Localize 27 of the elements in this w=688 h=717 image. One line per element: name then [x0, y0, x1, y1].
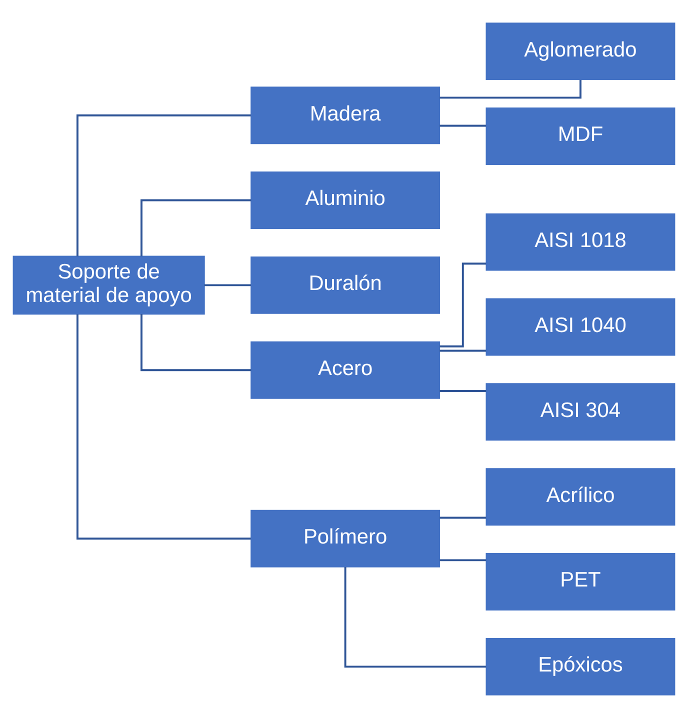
- node-box: MDF: [486, 107, 676, 164]
- connector: [440, 516, 486, 518]
- node-box: Aluminio: [250, 171, 440, 228]
- connector: [440, 390, 486, 392]
- connector: [140, 313, 252, 371]
- node-box: Aglomerado: [486, 22, 676, 80]
- node-box: PET: [486, 552, 676, 610]
- node-box: Epóxicos: [486, 637, 676, 695]
- node-box: Acero: [250, 340, 440, 398]
- node-box: Soporte de material de apoyo: [12, 255, 205, 314]
- node-box: Madera: [250, 86, 440, 144]
- connector: [440, 349, 486, 352]
- connector: [440, 124, 486, 126]
- node-box: Polímero: [250, 509, 440, 567]
- node-box: Duralón: [250, 256, 440, 314]
- connector: [76, 114, 251, 256]
- node-box: AISI 1040: [486, 298, 676, 356]
- node-box: Acrílico: [486, 468, 676, 526]
- connector: [344, 566, 486, 668]
- connector: [440, 262, 486, 347]
- connector: [76, 314, 251, 540]
- connector: [140, 198, 252, 256]
- connector: [440, 79, 582, 98]
- connector: [440, 558, 486, 561]
- node-box: AISI 1018: [486, 212, 676, 270]
- connector: [204, 284, 251, 286]
- node-box: AISI 304: [486, 382, 676, 440]
